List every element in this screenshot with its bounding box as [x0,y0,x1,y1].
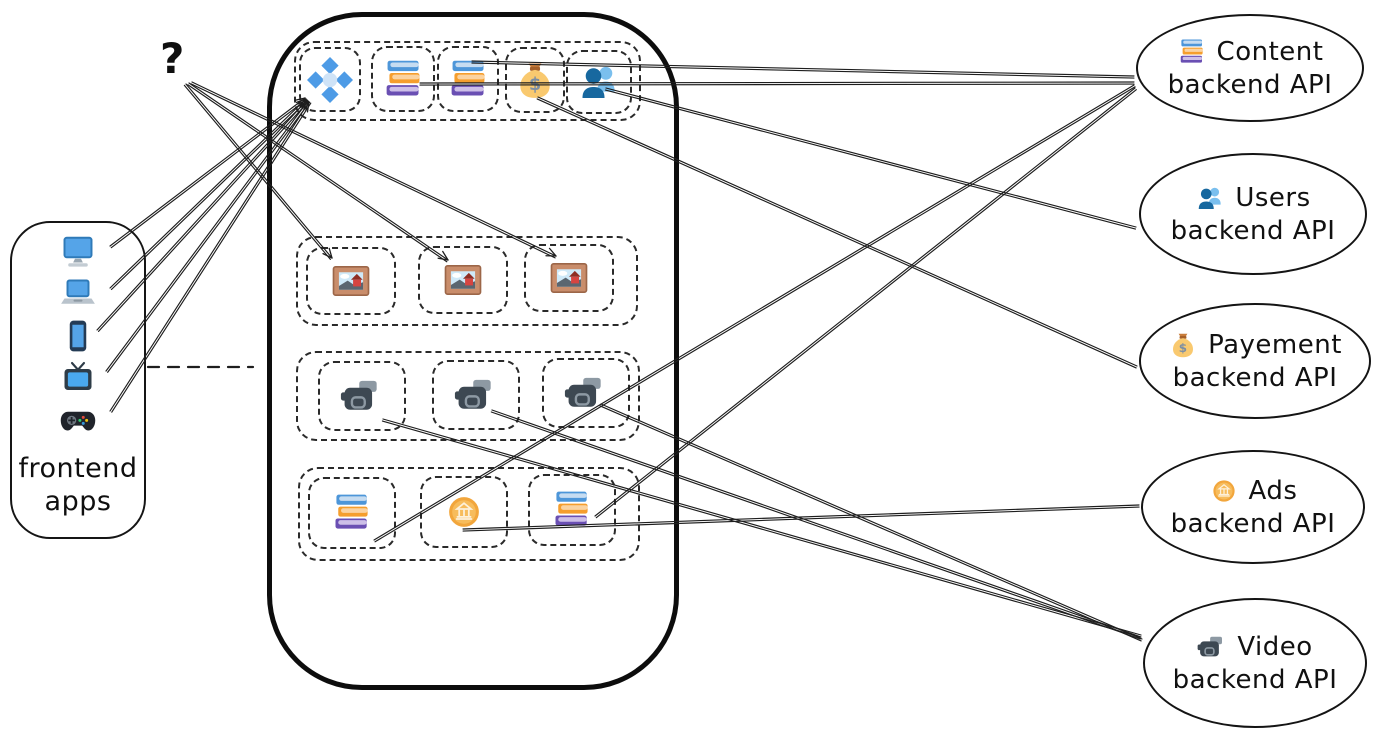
api-node-payement: Payement backend API [1139,303,1371,419]
question-mark: ? [160,34,185,83]
api-node-users: Users backend API [1139,153,1367,275]
coin-icon [443,491,485,533]
books-icon [330,491,374,535]
framed-picture-icon [549,258,589,298]
game-controller-icon [60,402,96,438]
smartphone-icon [60,318,96,354]
picture-slot-3 [524,244,614,312]
api-name-payement: Payement [1208,329,1342,360]
books-slot-1 [308,477,396,549]
books-icon [550,488,594,532]
api-name-video: Video [1237,631,1313,662]
video-slot-2 [432,360,520,430]
frontend-apps-label: frontend apps [18,453,137,519]
api-node-content: Content backend API [1136,14,1364,122]
device-icon-column [60,231,96,441]
users-icon [577,60,621,104]
frontend-label-line1: frontend [18,453,138,484]
frontend-label-line2: apps [44,485,112,517]
gateway-slot [299,47,361,112]
payment-slot [505,47,565,113]
books-icon [1177,37,1207,67]
video-slot-3 [542,358,630,428]
users-icon [1195,183,1225,213]
video-camera-icon [1197,632,1227,662]
picture-slot-1 [306,247,396,315]
video-camera-icon [454,373,498,417]
content-slot-2 [437,46,499,112]
books-icon [446,57,491,102]
api-suffix-payement: backend API [1172,362,1338,393]
api-suffix-ads: backend API [1170,508,1336,539]
api-name-ads: Ads [1248,475,1298,506]
content-slot-1 [371,46,435,112]
video-camera-icon [340,374,384,418]
tv-icon [60,360,96,396]
api-name-content: Content [1216,36,1324,67]
desktop-icon [60,234,96,270]
api-node-video: Video backend API [1143,598,1367,728]
books-slot-2 [528,474,616,546]
money-bag-icon [1168,330,1198,360]
framed-picture-icon [331,261,371,301]
api-node-ads: Ads backend API [1141,450,1365,564]
frontend-apps-box: frontend apps [10,221,146,539]
video-camera-icon [564,371,608,415]
diamond-services-icon [307,57,353,103]
money-bag-icon [513,58,557,102]
picture-slot-2 [418,246,508,314]
coin-icon [1209,476,1239,506]
video-slot-1 [318,361,406,431]
api-suffix-video: backend API [1172,664,1338,695]
framed-picture-icon [443,260,483,300]
laptop-icon [60,276,96,312]
api-suffix-users: backend API [1170,215,1336,246]
users-slot [566,50,632,114]
api-suffix-content: backend API [1167,69,1333,100]
ads-slot [420,476,508,548]
api-name-users: Users [1235,182,1311,213]
books-icon [381,57,426,102]
